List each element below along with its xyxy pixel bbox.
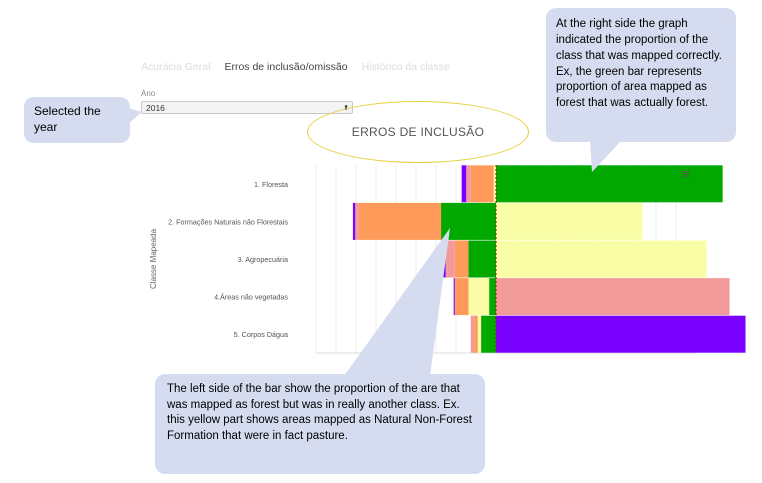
callout-left-side: The left side of the bar show the propor… xyxy=(155,374,485,474)
bar-segment xyxy=(481,315,496,353)
callout-right-tail xyxy=(590,140,622,172)
category-label: 2. Formações Naturais não Florestais xyxy=(168,217,288,226)
bar-segment xyxy=(352,202,356,240)
bar-segment xyxy=(454,278,469,316)
bar-segment xyxy=(477,315,482,353)
category-label: 4.Áreas não vegetadas xyxy=(214,293,288,302)
callout-selected-year: Selected the year xyxy=(24,97,130,143)
bar-segment xyxy=(441,202,496,240)
bar-segment xyxy=(468,240,496,278)
year-label: Ano xyxy=(141,89,156,98)
bar-segment xyxy=(496,202,643,240)
bar-segment xyxy=(470,165,494,203)
bar-segment xyxy=(468,278,490,316)
bar-segment xyxy=(493,165,496,203)
hamburger-menu-icon[interactable]: ≡ xyxy=(682,166,690,181)
year-select-value: 2016 xyxy=(146,103,165,113)
category-label: 1. Floresta xyxy=(254,180,288,189)
bar-segment xyxy=(355,202,359,240)
bar-segment xyxy=(445,240,455,278)
bar-segment xyxy=(454,240,469,278)
bar-segment xyxy=(461,165,467,203)
chart-title-ellipse: ERROS DE INCLUSÃO xyxy=(307,101,529,163)
tab-overall-accuracy[interactable]: Acurácia Geral xyxy=(141,61,211,73)
tab-class-history[interactable]: Histórico da classe xyxy=(361,61,450,73)
bar-segment xyxy=(358,202,442,240)
bar-segment xyxy=(453,278,455,316)
chart-title: ERROS DE INCLUSÃO xyxy=(351,125,485,139)
tab-inclusion-omission-errors[interactable]: Erros de inclusão/omissão xyxy=(224,61,348,73)
bar-segment xyxy=(496,315,746,353)
bar-segment xyxy=(466,165,471,203)
bar-segment xyxy=(470,315,475,353)
bar-segment xyxy=(474,315,478,353)
bar-segment xyxy=(496,240,707,278)
category-label: 3. Agropecuária xyxy=(238,255,288,264)
bar-segment xyxy=(489,278,496,316)
callout-left-tail xyxy=(344,228,450,376)
bar-segment xyxy=(496,165,723,203)
callout-year-tail xyxy=(128,108,142,124)
tab-bar: Acurácia Geral Erros de inclusão/omissão… xyxy=(141,61,464,73)
y-axis-title: Classe Mapeada xyxy=(149,228,158,289)
category-label: 5. Corpos Dágua xyxy=(234,330,288,339)
callout-right-side: At the right side the graph indicated th… xyxy=(546,8,736,142)
bar-segment xyxy=(496,278,730,316)
